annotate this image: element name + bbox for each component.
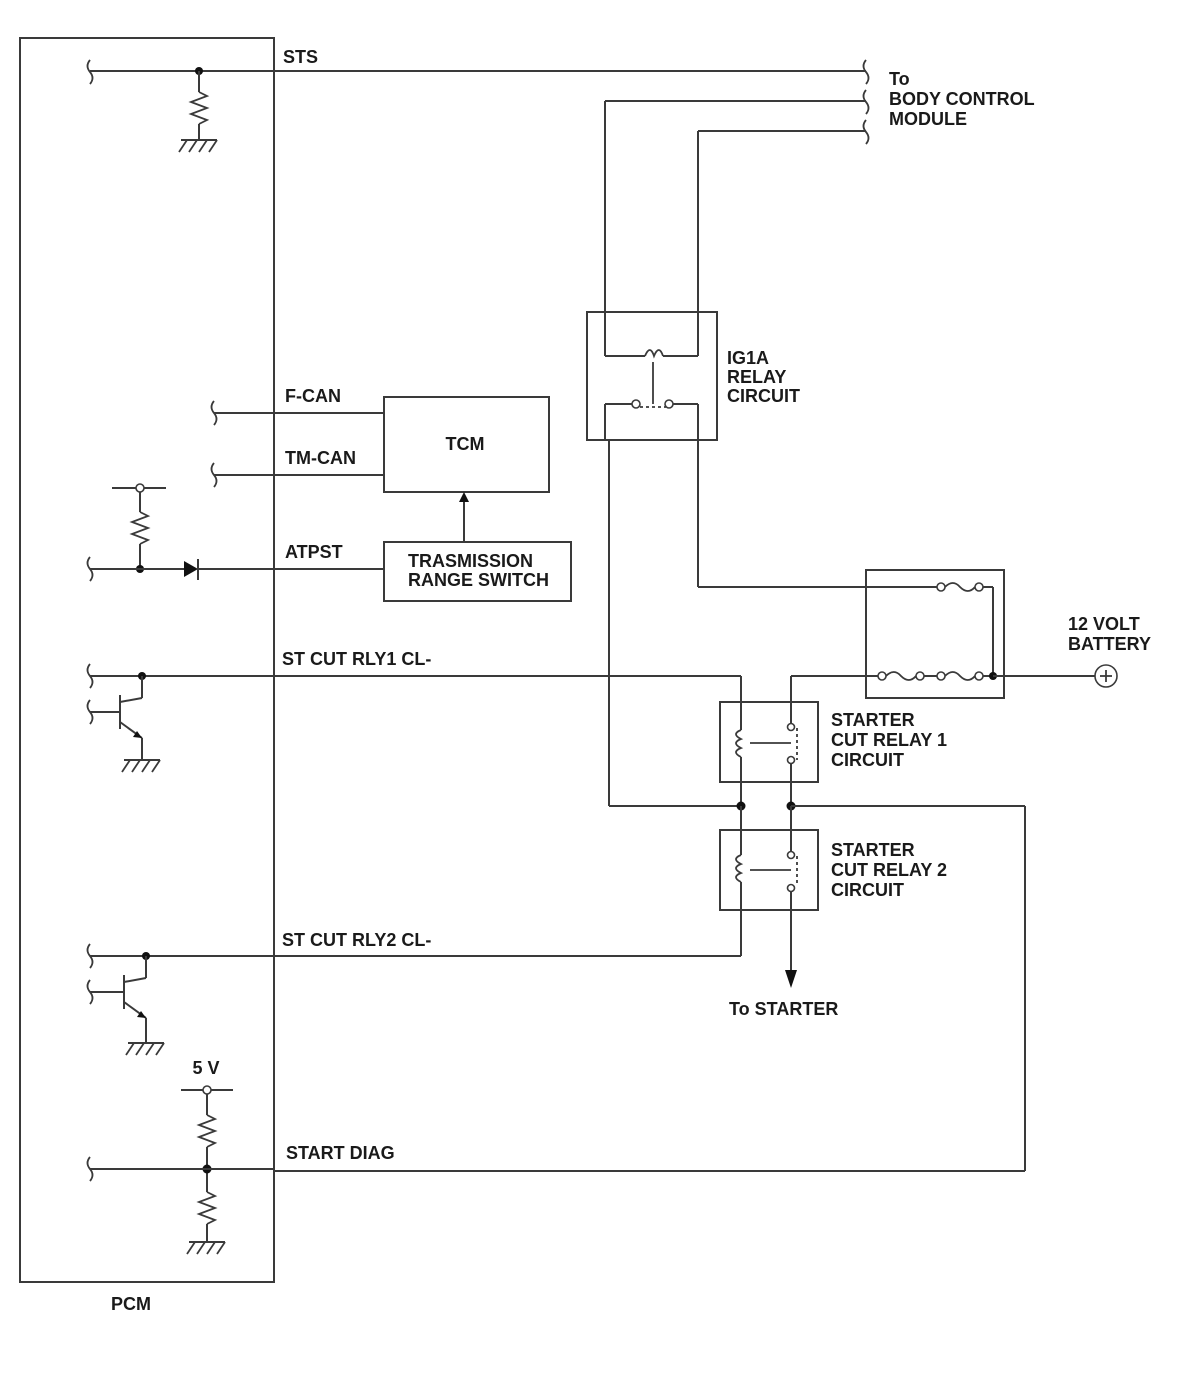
label-5v: 5 V (192, 1058, 219, 1078)
fuse-box (865, 569, 1005, 699)
label-sts: STS (283, 47, 318, 67)
label-tcm: TCM (446, 434, 485, 454)
label-scr2-line3: CIRCUIT (831, 880, 904, 900)
ig1a-relay (586, 101, 718, 441)
label-pcm: PCM (111, 1294, 151, 1314)
label-module: MODULE (889, 109, 967, 129)
bcm-lines (605, 89, 870, 145)
label-scr1-line3: CIRCUIT (831, 750, 904, 770)
label-st-cut-rly1: ST CUT RLY1 CL- (282, 649, 431, 669)
start-diag-circuit (86, 1085, 1025, 1255)
label-start-diag: START DIAG (286, 1143, 395, 1163)
label-to-starter: To STARTER (729, 999, 838, 1019)
label-battery-volt: 12 VOLT (1068, 614, 1140, 634)
pcm-box (19, 37, 275, 1283)
label-trs-line2: RANGE SWITCH (408, 570, 549, 590)
st-cut-rly2-line (86, 943, 741, 1056)
label-to-bcm: To (889, 69, 910, 89)
label-body-control: BODY CONTROL (889, 89, 1035, 109)
label-tm-can: TM-CAN (285, 448, 356, 468)
atpst-circuit (86, 483, 572, 602)
label-scr1-line2: CUT RELAY 1 (831, 730, 947, 750)
starter-cut-relay-1 (719, 676, 819, 806)
st-cut-rly1-line (86, 663, 741, 773)
relay-junctions (609, 801, 1026, 1171)
tcm-block (210, 396, 550, 493)
label-scr2-line2: CUT RELAY 2 (831, 860, 947, 880)
starter-cut-relay-2 (719, 829, 819, 988)
label-ig1a-circuit: CIRCUIT (727, 386, 800, 406)
label-ig1a-relay: RELAY (727, 367, 786, 387)
label-trs-line1: TRASMISSION (408, 551, 533, 571)
label-scr2-line1: STARTER (831, 840, 915, 860)
label-atpst: ATPST (285, 542, 343, 562)
label-scr1-line1: STARTER (831, 710, 915, 730)
battery (993, 664, 1118, 688)
label-battery: BATTERY (1068, 634, 1151, 654)
label-st-cut-rly2: ST CUT RLY2 CL- (282, 930, 431, 950)
label-f-can: F-CAN (285, 386, 341, 406)
sts-circuit (86, 59, 870, 153)
label-ig1a: IG1A (727, 348, 769, 368)
